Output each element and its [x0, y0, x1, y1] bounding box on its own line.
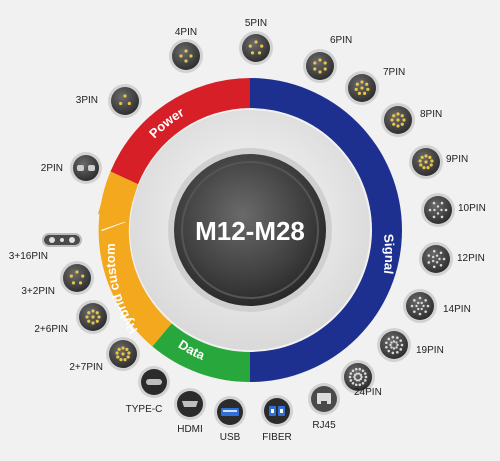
connector-label: 6PIN: [330, 35, 352, 46]
connector-label: 3PIN: [76, 95, 98, 106]
connector-labels: 4PIN 5PIN 6PIN 7PIN 8PIN 9PIN 10PIN 12PIN 14PIN 1…: [9, 18, 486, 443]
2pin-connector-icon: [70, 152, 102, 184]
rj45-port-icon: [308, 383, 340, 415]
connector-label: 4PIN: [175, 27, 197, 38]
3-16pin-connector-icon: [42, 233, 82, 247]
connector-label: 19PIN: [416, 345, 444, 356]
3pin-connector-icon: [108, 84, 142, 118]
data-segment: [152, 323, 250, 382]
5pin-connector-icon: [239, 31, 273, 65]
power-segment: [110, 78, 250, 185]
14pin-connector-icon: [403, 289, 437, 323]
connector-label: 5PIN: [245, 18, 267, 29]
2-6pin-connector-icon: [76, 300, 110, 334]
hybrid-custom-notch: [98, 171, 138, 222]
connector-label: 24PIN: [354, 387, 382, 398]
12pin-connector-icon: [419, 242, 453, 276]
connector-label: RJ45: [312, 420, 336, 431]
connector-label: TYPE-C: [126, 404, 163, 415]
center-title: M12-M28: [195, 216, 305, 246]
connector-label: 3+2PIN: [21, 286, 55, 297]
connector-label: 2+7PIN: [69, 362, 103, 373]
center-disc-ring: [181, 161, 319, 299]
hdmi-port-icon: [174, 388, 206, 420]
connector-label: 7PIN: [383, 67, 405, 78]
connector-label: 14PIN: [443, 304, 471, 315]
24pin-connector-icon: [341, 360, 375, 394]
connector-label: 3+16PIN: [9, 251, 48, 262]
usb-port-icon: [214, 396, 246, 428]
connector-label: 9PIN: [446, 154, 468, 165]
connector-label: HDMI: [177, 424, 203, 435]
6pin-connector-icon: [303, 49, 337, 83]
19pin-connector-icon: [377, 328, 411, 362]
fiber-port-icon: [261, 395, 293, 427]
3-2pin-connector-icon: [60, 261, 94, 295]
10pin-connector-icon: [421, 193, 455, 227]
connector-label: FIBER: [262, 432, 291, 443]
2-7pin-connector-icon: [106, 337, 140, 371]
4pin-connector-icon: [169, 39, 203, 73]
center-disc: [174, 154, 326, 306]
connector-label: 2PIN: [41, 163, 63, 174]
connector-label: USB: [220, 432, 241, 443]
signal-segment: [250, 78, 402, 382]
connector-label: 2+6PIN: [34, 324, 68, 335]
segment-divider: [101, 222, 126, 231]
8pin-connector-icon: [381, 103, 415, 137]
9pin-connector-icon: [409, 145, 443, 179]
connector-label: 10PIN: [458, 203, 486, 214]
connector-icons: [42, 31, 455, 428]
signal-segment-label: Signal: [381, 233, 397, 275]
connector-label: 12PIN: [457, 253, 485, 264]
usb-type-c-icon: [138, 366, 170, 398]
7pin-connector-icon: [345, 71, 379, 105]
connector-label: 8PIN: [420, 109, 442, 120]
